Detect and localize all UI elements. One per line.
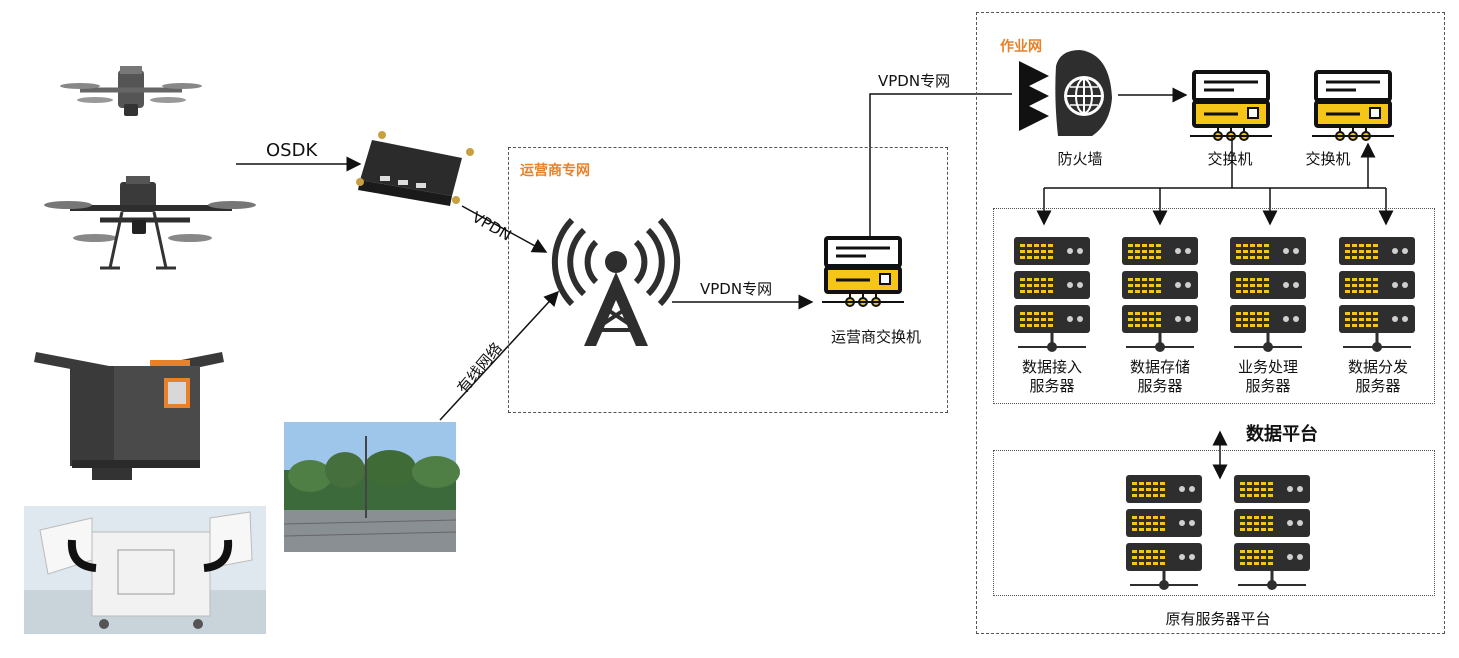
cell-tower-icon (551, 217, 681, 346)
firewall-icon (1055, 50, 1112, 136)
drone-large-icon (44, 176, 256, 270)
switch-2-label: 交换机 (1305, 150, 1351, 168)
field-station-photo (283, 422, 460, 552)
carrier-switch-label: 运营商交换机 (830, 328, 922, 346)
legacy-platform-zone (993, 450, 1435, 596)
server-business-line2: 服务器 (1245, 377, 1291, 395)
ops-net-title: 作业网 (1000, 39, 1042, 55)
osdk-module-icon (356, 131, 474, 206)
server-access-label: 数据接入 服务器 (1022, 358, 1082, 396)
server-distribution-line1: 数据分发 (1347, 358, 1409, 376)
server-storage-line2: 服务器 (1137, 377, 1183, 395)
vpdn-private-label-2: VPDN专网 (878, 72, 951, 90)
server-business-line1: 业务处理 (1237, 358, 1299, 376)
server-storage-line1: 数据存储 (1129, 358, 1191, 376)
server-access-line1: 数据接入 (1021, 358, 1083, 376)
switch-1-label: 交换机 (1207, 150, 1253, 168)
data-platform-zone (993, 208, 1435, 404)
connectors (236, 87, 1394, 480)
vpdn-private-label-1: VPDN专网 (700, 280, 773, 298)
firewall-label: 防火墙 (1057, 150, 1103, 168)
drone-hangar-photo (24, 506, 266, 634)
server-distribution-label: 数据分发 服务器 (1348, 358, 1408, 396)
server-access-line2: 服务器 (1029, 377, 1075, 395)
incoming-traffic-icon (1019, 61, 1049, 131)
legacy-platform-label: 原有服务器平台 (1165, 610, 1271, 628)
ops-net-zone (976, 12, 1445, 634)
server-distribution-line2: 服务器 (1355, 377, 1401, 395)
drone-dock-icon (34, 352, 224, 480)
carrier-net-zone (508, 147, 948, 413)
osdk-label: OSDK (266, 140, 318, 161)
carrier-net-title: 运营商专网 (520, 163, 590, 179)
server-storage-label: 数据存储 服务器 (1130, 358, 1190, 396)
data-platform-label: 数据平台 (1246, 424, 1318, 445)
drone-small-icon (60, 66, 202, 116)
server-business-label: 业务处理 服务器 (1238, 358, 1298, 396)
